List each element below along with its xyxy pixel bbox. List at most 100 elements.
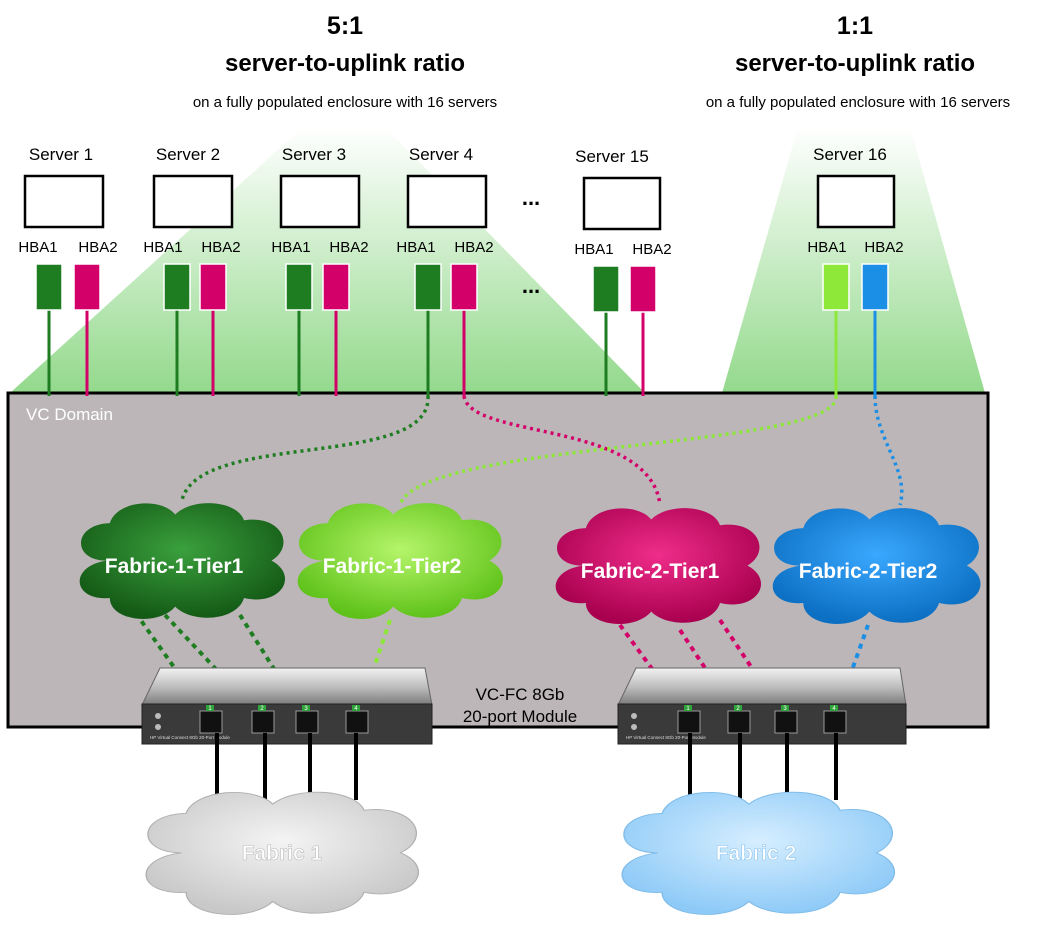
- hba1-label: HBA1: [396, 239, 435, 256]
- hba1-port: [163, 263, 191, 311]
- server-box: [816, 174, 896, 229]
- left-ratio: 5:1: [327, 12, 363, 40]
- server-name: Server 15: [575, 147, 649, 166]
- port-number: 3: [304, 706, 308, 712]
- right-title: server-to-uplink ratio: [735, 50, 975, 77]
- module-top: [141, 667, 433, 706]
- cloud-fabric-2-tier1: Fabric-2-Tier1: [555, 508, 762, 625]
- module-top: [617, 667, 907, 706]
- server-box: [406, 174, 488, 229]
- hba1-label: HBA1: [807, 239, 846, 256]
- hba2-port: [861, 263, 889, 311]
- cloud-fabric-2: Fabric 2: [621, 791, 896, 916]
- hba1-port: [414, 263, 442, 311]
- left-title: server-to-uplink ratio: [225, 50, 465, 77]
- module-faceplate: [141, 703, 433, 745]
- module-engraving: HP Virtual Connect 8Gb 20-Port Module: [150, 735, 230, 740]
- hba2-label: HBA2: [78, 239, 117, 256]
- port-2[interactable]: 2: [727, 705, 751, 734]
- cloud-fabric-1-tier1: Fabric-1-Tier1: [79, 503, 286, 620]
- server-name: Server 3: [282, 145, 346, 164]
- port-number: 1: [208, 706, 212, 712]
- tier-links: [180, 395, 904, 506]
- cloud-label: Fabric-2-Tier2: [799, 560, 938, 583]
- server-15: Server 15: [575, 147, 662, 231]
- hba-labels: HBA1 HBA2 HBA1 HBA2 HBA1 HBA2 HBA1 HBA2 …: [18, 239, 903, 258]
- port-4[interactable]: 4: [823, 705, 847, 734]
- hba-ports: [35, 263, 889, 313]
- server-name: Server 16: [813, 145, 887, 164]
- server-3: Server 3: [279, 145, 361, 229]
- module-engraving: HP Virtual Connect 8Gb 20-Port Module: [626, 735, 706, 740]
- hba2-port: [73, 263, 101, 311]
- module-label-line1: VC-FC 8Gb: [476, 685, 565, 704]
- port-3[interactable]: 3: [295, 705, 319, 734]
- hba2-port: [322, 263, 350, 311]
- cloud-fabric-2-tier2: Fabric-2-Tier2: [772, 508, 981, 625]
- server-box: [279, 174, 361, 229]
- port-1[interactable]: 1: [199, 705, 223, 734]
- hba1-port: [285, 263, 313, 311]
- hba2-port: [629, 265, 657, 313]
- server-box: [152, 174, 234, 229]
- status-led: [155, 713, 161, 719]
- cloud-label: Fabric-1-Tier2: [323, 555, 462, 578]
- coverage-cone-right: [722, 127, 985, 393]
- module-faceplate: [617, 703, 907, 745]
- cloud-fabric-1: Fabric 1: [145, 791, 420, 916]
- hba2-label: HBA2: [329, 239, 368, 256]
- vc-fc-module-1: HP Virtual Connect 8Gb 20-Port Module 1 …: [141, 667, 433, 745]
- link-f1t1-port2: [163, 613, 264, 720]
- right-ratio: 1:1: [837, 12, 873, 40]
- server-2: Server 2: [152, 145, 234, 229]
- hba1-label: HBA1: [18, 239, 57, 256]
- server-4: Server 4: [406, 145, 488, 229]
- server-name: Server 1: [29, 145, 93, 164]
- vc-domain-label: VC Domain: [26, 405, 113, 424]
- link-server16-hba1-f1t2: [398, 395, 838, 506]
- port-number: 4: [832, 706, 836, 712]
- status-led: [631, 724, 637, 730]
- port-number: 1: [686, 706, 690, 712]
- hba2-port: [450, 263, 478, 311]
- hba1-port: [592, 265, 620, 313]
- port-number: 3: [783, 706, 787, 712]
- hba1-port: [822, 263, 850, 311]
- cloud-label: Fabric-1-Tier1: [105, 555, 244, 578]
- server-box: [582, 176, 662, 231]
- module-label-line2: 20-port Module: [463, 707, 577, 726]
- port-4[interactable]: 4: [345, 705, 369, 734]
- port-number: 2: [736, 706, 740, 712]
- cloud-label: Fabric 2: [716, 842, 797, 865]
- status-led: [631, 713, 637, 719]
- port-number: 2: [260, 706, 264, 712]
- server-16: Server 16: [813, 145, 896, 229]
- coverage-cone-left: [10, 127, 645, 393]
- port-2[interactable]: 2: [251, 705, 275, 734]
- vc-fc-module-2: HP Virtual Connect 8Gb 20-Port Module 1 …: [617, 667, 907, 745]
- ellipsis-hbas: ...: [522, 273, 540, 298]
- server-box: [23, 174, 105, 229]
- external-cables: [215, 733, 838, 800]
- right-subtitle: on a fully populated enclosure with 16 s…: [706, 94, 1010, 111]
- hba2-label: HBA2: [632, 241, 671, 258]
- hba-links: [47, 310, 877, 396]
- cloud-label: Fabric-2-Tier1: [581, 560, 720, 583]
- link-f1t1-port1: [128, 603, 212, 720]
- hba2-port: [199, 263, 227, 311]
- status-led: [155, 724, 161, 730]
- server-name: Server 2: [156, 145, 220, 164]
- hba1-label: HBA1: [143, 239, 182, 256]
- hba1-label: HBA1: [271, 239, 310, 256]
- hba2-label: HBA2: [454, 239, 493, 256]
- hba2-label: HBA2: [201, 239, 240, 256]
- hba2-label: HBA2: [864, 239, 903, 256]
- cloud-fabric-1-tier2: Fabric-1-Tier2: [297, 503, 504, 620]
- link-server4-hba1-f1t1: [180, 395, 430, 501]
- link-server16-hba2-f2t2: [873, 395, 904, 506]
- port-number: 4: [354, 706, 358, 712]
- left-subtitle: on a fully populated enclosure with 16 s…: [193, 94, 497, 111]
- ellipsis-servers: ...: [522, 185, 540, 210]
- hba1-port: [35, 263, 63, 311]
